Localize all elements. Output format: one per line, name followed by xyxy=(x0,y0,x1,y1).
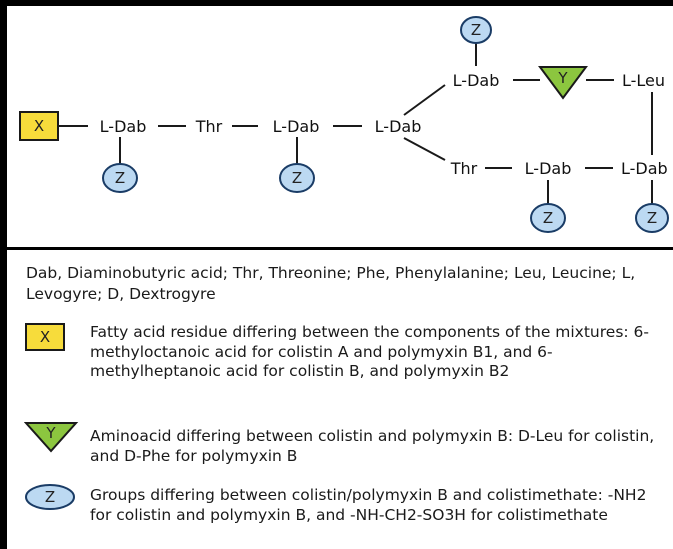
z-symbol-dab-lower-right: Z xyxy=(635,203,669,233)
x-box xyxy=(19,111,59,141)
bond-dab3-dab-upper xyxy=(403,84,446,116)
legend-z-ellipse xyxy=(25,484,75,510)
z-symbol-dab-1: Z xyxy=(102,163,138,193)
node-dab-lower: L-Dab xyxy=(525,159,572,178)
legend-abbreviations: Dab, Diaminobutyric acid; Thr, Threonine… xyxy=(26,264,636,303)
z-symbol-dab-lower: Z xyxy=(530,203,566,233)
x-label: X xyxy=(34,117,44,135)
bonds xyxy=(58,43,653,204)
legend-y-triangle xyxy=(24,422,79,453)
node-dab-3: L-Dab xyxy=(375,117,422,136)
y-label: Y xyxy=(557,69,568,87)
z-label: Z xyxy=(543,209,553,227)
z-label: Z xyxy=(471,21,481,39)
legend-divider xyxy=(7,247,673,250)
z-label: Z xyxy=(647,209,657,227)
node-dab-upper: L-Dab xyxy=(453,71,500,90)
z-ellipse xyxy=(279,163,315,193)
legend-z-label: Z xyxy=(45,488,55,506)
z-ellipse xyxy=(460,16,492,44)
y-symbol: Y xyxy=(538,66,588,100)
legend-y-text: Aminoacid differing between colistin and… xyxy=(90,427,655,465)
z-ellipse xyxy=(102,163,138,193)
bond-dab3-thr2 xyxy=(403,137,446,161)
node-dab-1: L-Dab xyxy=(100,117,147,136)
z-symbol-dab-2: Z xyxy=(279,163,315,193)
y-triangle xyxy=(538,66,588,100)
legend-x-symbol: X xyxy=(25,323,65,351)
node-thr-1: Thr xyxy=(195,117,223,136)
z-label: Z xyxy=(115,169,125,187)
node-leu: L-Leu xyxy=(622,71,665,90)
node-dab-2: L-Dab xyxy=(273,117,320,136)
legend-z-text: Groups differing between colistin/polymy… xyxy=(90,486,647,524)
z-symbol-dab-upper: Z xyxy=(460,16,492,44)
peptide-structure-diagram: X L-Dab Thr L-Dab L-Dab L-Dab L-Leu Thr … xyxy=(19,16,669,233)
legend-x-label: X xyxy=(40,328,50,346)
node-dab-lower-right: L-Dab xyxy=(621,159,668,178)
node-thr-2: Thr xyxy=(450,159,478,178)
legend-z-symbol: Z xyxy=(25,484,75,510)
legend-x-box xyxy=(25,323,65,351)
z-ellipse xyxy=(530,203,566,233)
z-label: Z xyxy=(292,169,302,187)
legend-x-text: Fatty acid residue differing between the… xyxy=(90,323,650,380)
x-symbol: X xyxy=(19,111,59,141)
z-ellipse xyxy=(635,203,669,233)
legend-y-label: Y xyxy=(45,424,56,442)
legend-y-symbol: Y xyxy=(24,422,79,453)
